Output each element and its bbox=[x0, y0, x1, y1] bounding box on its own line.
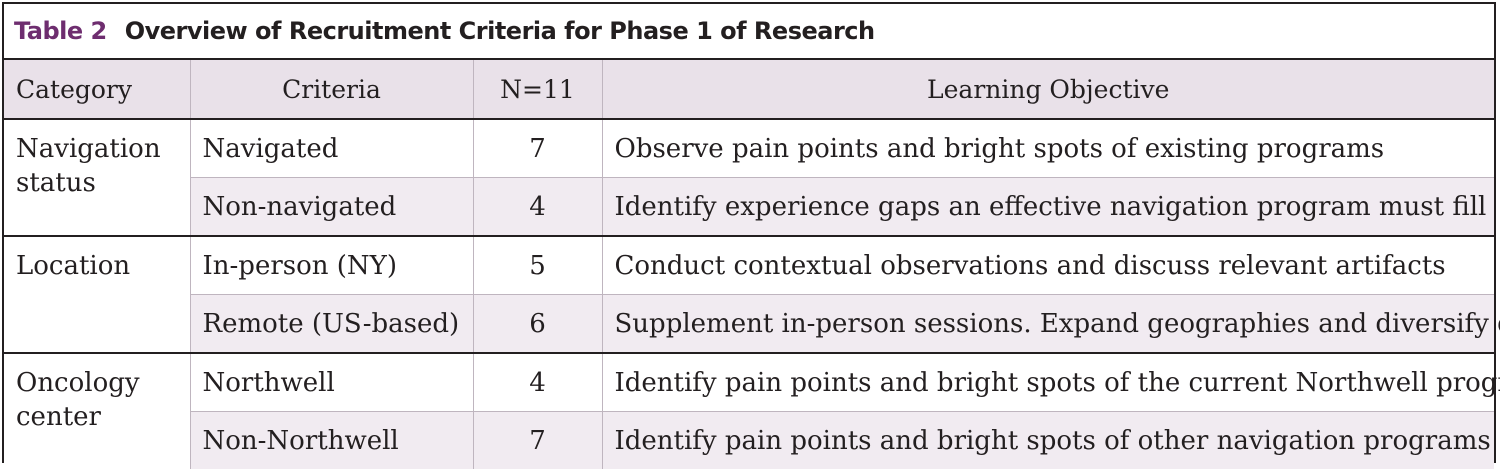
header-category: Category bbox=[4, 60, 190, 119]
header-row: Category Criteria N=11 Learning Objectiv… bbox=[4, 60, 1494, 119]
table-label: Table 2 bbox=[14, 17, 107, 45]
table-row: Oncology center Northwell 4 Identify pai… bbox=[4, 353, 1494, 412]
table-row: Non-Northwell 7 Identify pain points and… bbox=[4, 412, 1494, 469]
criteria-cell: Northwell bbox=[190, 353, 473, 412]
table-caption: Table 2 Overview of Recruitment Criteria… bbox=[4, 4, 1494, 60]
objective-cell: Observe pain points and bright spots of … bbox=[602, 119, 1494, 178]
header-criteria: Criteria bbox=[190, 60, 473, 119]
table-title: Overview of Recruitment Criteria for Pha… bbox=[125, 17, 875, 45]
criteria-cell: Non-Northwell bbox=[190, 412, 473, 469]
criteria-cell: In-person (NY) bbox=[190, 236, 473, 295]
category-cell: Oncology center bbox=[4, 353, 190, 469]
n-cell: 7 bbox=[473, 412, 602, 469]
objective-cell: Supplement in-person sessions. Expand ge… bbox=[602, 295, 1494, 354]
n-cell: 4 bbox=[473, 178, 602, 237]
table-row: Remote (US-based) 6 Supplement in-person… bbox=[4, 295, 1494, 354]
criteria-cell: Navigated bbox=[190, 119, 473, 178]
n-cell: 7 bbox=[473, 119, 602, 178]
n-cell: 6 bbox=[473, 295, 602, 354]
objective-cell: Identify pain points and bright spots of… bbox=[602, 353, 1494, 412]
category-cell: Navigation status bbox=[4, 119, 190, 236]
n-cell: 5 bbox=[473, 236, 602, 295]
n-cell: 4 bbox=[473, 353, 602, 412]
table-row: Non-navigated 4 Identify experience gaps… bbox=[4, 178, 1494, 237]
criteria-cell: Remote (US-based) bbox=[190, 295, 473, 354]
criteria-cell: Non-navigated bbox=[190, 178, 473, 237]
category-cell: Location bbox=[4, 236, 190, 353]
objective-cell: Identify pain points and bright spots of… bbox=[602, 412, 1494, 469]
header-learning-objective: Learning Objective bbox=[602, 60, 1494, 119]
table-row: Location In-person (NY) 5 Conduct contex… bbox=[4, 236, 1494, 295]
recruitment-table: Category Criteria N=11 Learning Objectiv… bbox=[4, 60, 1494, 469]
table-row: Navigation status Navigated 7 Observe pa… bbox=[4, 119, 1494, 178]
objective-cell: Identify experience gaps an effective na… bbox=[602, 178, 1494, 237]
table-frame: Table 2 Overview of Recruitment Criteria… bbox=[2, 2, 1496, 463]
objective-cell: Conduct contextual observations and disc… bbox=[602, 236, 1494, 295]
header-n: N=11 bbox=[473, 60, 602, 119]
